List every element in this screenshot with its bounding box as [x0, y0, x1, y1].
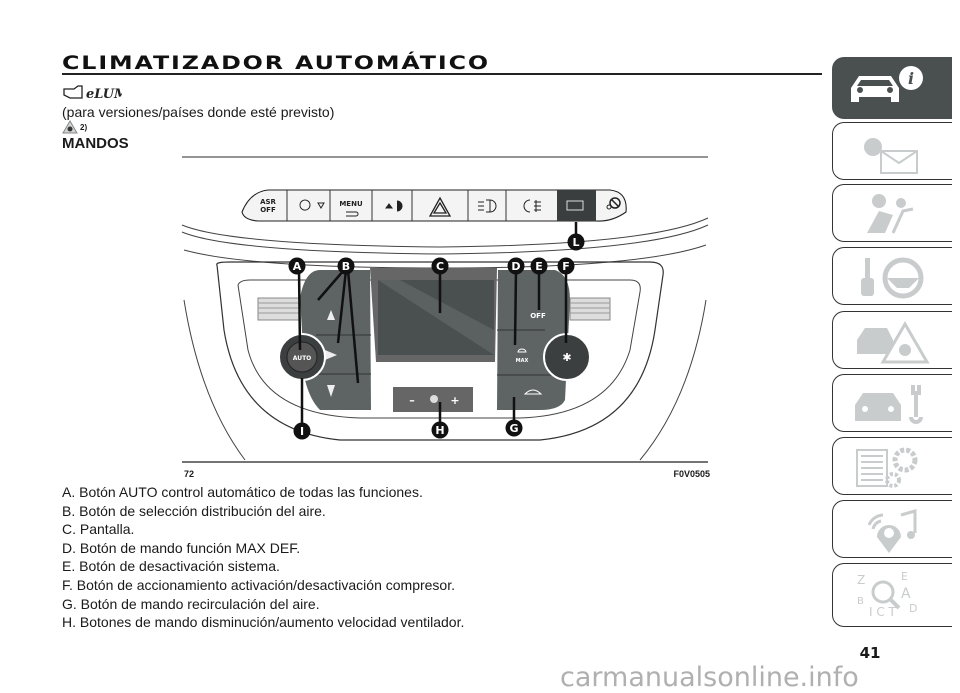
watermark: carmanualsonline.info	[560, 662, 859, 693]
fan-plus-label: +	[450, 394, 459, 407]
right-vent	[569, 297, 611, 321]
svg-text:C: C	[436, 260, 444, 273]
svg-text:A: A	[293, 260, 302, 273]
svg-text:I C T: I C T	[869, 605, 897, 618]
menu-label: MENU	[339, 200, 363, 208]
title-divider	[62, 73, 822, 75]
rear-defrost-button	[557, 190, 596, 221]
off-label: OFF	[530, 312, 546, 320]
safety-airbag-icon	[867, 194, 914, 234]
max-label: MAX	[516, 358, 529, 364]
figure-code: F0V0505	[673, 469, 710, 479]
fan-icon	[430, 395, 438, 403]
svg-text:B: B	[857, 596, 864, 607]
fan-minus-label: –	[409, 394, 415, 407]
asr-off-label: OFF	[260, 206, 276, 214]
svg-text:D: D	[909, 602, 917, 615]
section-heading: MANDOS	[62, 135, 129, 152]
hazard-icon	[428, 196, 452, 217]
legend-item: B. Botón de selección distribución del a…	[62, 502, 326, 519]
left-vent	[257, 297, 301, 321]
svg-text:E: E	[901, 570, 908, 583]
svg-text:A: A	[901, 586, 911, 602]
legend-item: E. Botón de desactivación sistema.	[62, 558, 280, 575]
legend-item: G. Botón de mando recirculación del aire…	[62, 595, 320, 612]
asr-label: ASR	[260, 198, 276, 206]
page-title: CLIMATIZADOR AUTOMÁTICO	[62, 52, 490, 74]
elum-logo: eLUM	[86, 87, 122, 101]
index-icon: Z E B AD I C T	[857, 570, 917, 618]
callout-C: C	[431, 257, 449, 275]
svg-text:Z: Z	[857, 573, 865, 587]
front-fog-icon	[478, 199, 497, 213]
callout-I: I	[293, 422, 311, 440]
maintenance-icon	[855, 385, 923, 424]
car-info-icon: i	[851, 66, 923, 102]
tab-starting-driving[interactable]	[832, 247, 952, 305]
warning-reference: 2)	[80, 123, 88, 132]
snowflake-icon: ✱	[562, 351, 571, 364]
tab-emergency[interactable]	[832, 311, 952, 369]
tab-warning-lights[interactable]	[832, 122, 952, 180]
legend-item: C. Pantalla.	[62, 521, 135, 538]
emergency-icon	[857, 321, 930, 364]
callout-D: D	[507, 257, 525, 275]
callout-E: E	[530, 257, 548, 275]
switch-strip: ASR OFF MENU	[241, 189, 627, 222]
warning-bell-icon	[62, 120, 78, 134]
tab-technical-data[interactable]	[832, 437, 952, 495]
start-stop-icon	[609, 197, 621, 209]
legend-item: A. Botón AUTO control automático de toda…	[62, 484, 423, 500]
headlamp-icon	[299, 199, 325, 211]
arrow-down-icon	[327, 385, 335, 397]
starting-driving-icon	[861, 257, 924, 299]
rear-defrost-icon	[566, 200, 584, 211]
recirculation-icon	[523, 389, 543, 395]
subtitle: (para versiones/países donde esté previs…	[62, 104, 335, 120]
page-number: 41	[859, 644, 881, 662]
svg-text:D: D	[511, 260, 520, 273]
technical-data-icon	[856, 447, 918, 488]
rear-fog-icon	[523, 199, 541, 213]
callout-G: G	[505, 419, 523, 437]
svg-text:H: H	[435, 424, 444, 437]
legend-item: H. Botones de mando disminución/aumento …	[62, 614, 465, 631]
menu-return-icon	[346, 211, 359, 217]
svg-text:B: B	[342, 260, 350, 273]
svg-text:E: E	[535, 260, 543, 273]
svg-text:L: L	[572, 236, 579, 249]
legend-item: F. Botón de accionamiento activación/des…	[62, 576, 455, 593]
multimedia-icon	[867, 509, 917, 553]
svg-text:F: F	[562, 260, 570, 273]
arrow-up-icon	[327, 310, 335, 320]
climate-control-figure: ASR OFF MENU AUTO – +	[181, 156, 709, 463]
tab-car-info[interactable]: i	[832, 57, 952, 119]
callout-H: H	[431, 421, 449, 439]
elum-hand-icon: eLUM	[63, 85, 122, 101]
warning-lights-messages-icon	[864, 138, 918, 174]
max-def-icon	[517, 348, 527, 353]
svg-text:I: I	[300, 425, 304, 438]
tab-safety[interactable]	[832, 184, 952, 242]
figure-number: 72	[184, 469, 195, 479]
headlamp-level-icon	[385, 200, 403, 212]
callout-B: B	[337, 257, 355, 275]
arrow-right-icon	[325, 350, 337, 360]
tab-maintenance[interactable]	[832, 374, 952, 432]
tab-multimedia[interactable]	[832, 500, 952, 558]
controls-legend: A. Botón AUTO control automático de toda…	[62, 483, 464, 632]
callout-F: F	[557, 257, 575, 275]
callout-A: A	[288, 257, 306, 275]
legend-item: D. Botón de mando función MAX DEF.	[62, 539, 301, 556]
auto-label: AUTO	[293, 355, 312, 362]
svg-text:G: G	[509, 422, 518, 435]
svg-text:i: i	[908, 69, 914, 88]
callout-L: L	[567, 233, 585, 251]
